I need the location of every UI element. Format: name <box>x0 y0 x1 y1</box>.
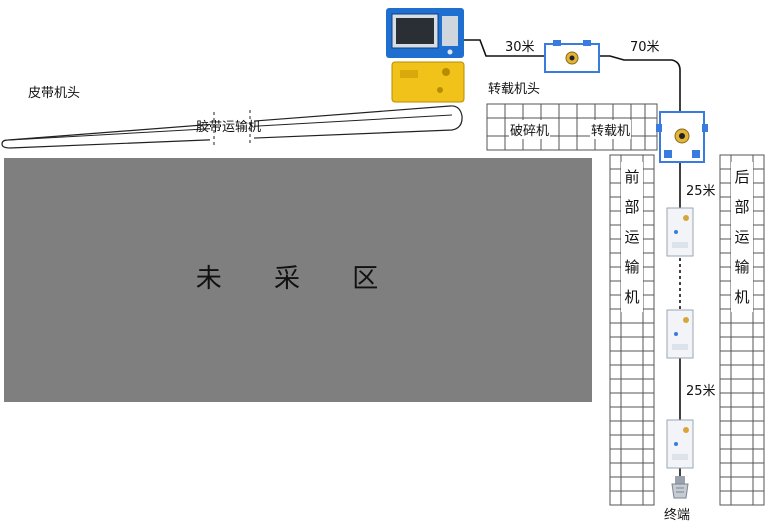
distance-25m-upper: 25米 <box>686 184 716 199</box>
distance-25m-lower: 25米 <box>686 384 716 399</box>
unmined-area-label: 未 采 区 <box>195 264 401 294</box>
distance-70m: 70米 <box>630 40 660 55</box>
unmined-area <box>4 158 592 402</box>
rear-conveyor-char: 运 <box>734 228 750 246</box>
belt-conveyor <box>1 105 463 150</box>
power-supply <box>391 61 465 103</box>
rear-conveyor-char: 后 <box>734 168 750 186</box>
terminal-plug <box>671 476 689 499</box>
transfer-head-label: 转载机头 <box>488 82 541 97</box>
rear-conveyor-label: 后 部 运 输 机 <box>731 162 753 312</box>
belt-head-label: 皮带机头 <box>28 86 81 101</box>
node-device-2 <box>666 309 694 359</box>
front-conveyor-char: 运 <box>624 228 640 246</box>
cable-route <box>462 39 681 476</box>
terminal-label: 终端 <box>664 508 691 523</box>
front-conveyor-char: 机 <box>624 288 640 306</box>
rear-conveyor-char: 输 <box>734 258 750 276</box>
rear-conveyor-char: 部 <box>734 198 750 216</box>
node-device-1 <box>666 207 694 257</box>
transfer-machine-label: 转载机 <box>590 120 632 139</box>
junction-box-1 <box>544 40 600 73</box>
node-device-3 <box>666 419 694 469</box>
front-conveyor-char: 前 <box>624 168 640 186</box>
junction-box-2 <box>656 111 708 163</box>
main-controller <box>386 8 464 58</box>
belt-conveyor-label: 胶带运输机 <box>196 120 262 135</box>
front-conveyor-label: 前 部 运 输 机 <box>621 162 643 312</box>
distance-30m: 30米 <box>505 40 535 55</box>
rear-conveyor-char: 机 <box>734 288 750 306</box>
crusher-label: 破碎机 <box>509 120 551 139</box>
front-conveyor-char: 输 <box>624 258 640 276</box>
front-conveyor-char: 部 <box>624 198 640 216</box>
